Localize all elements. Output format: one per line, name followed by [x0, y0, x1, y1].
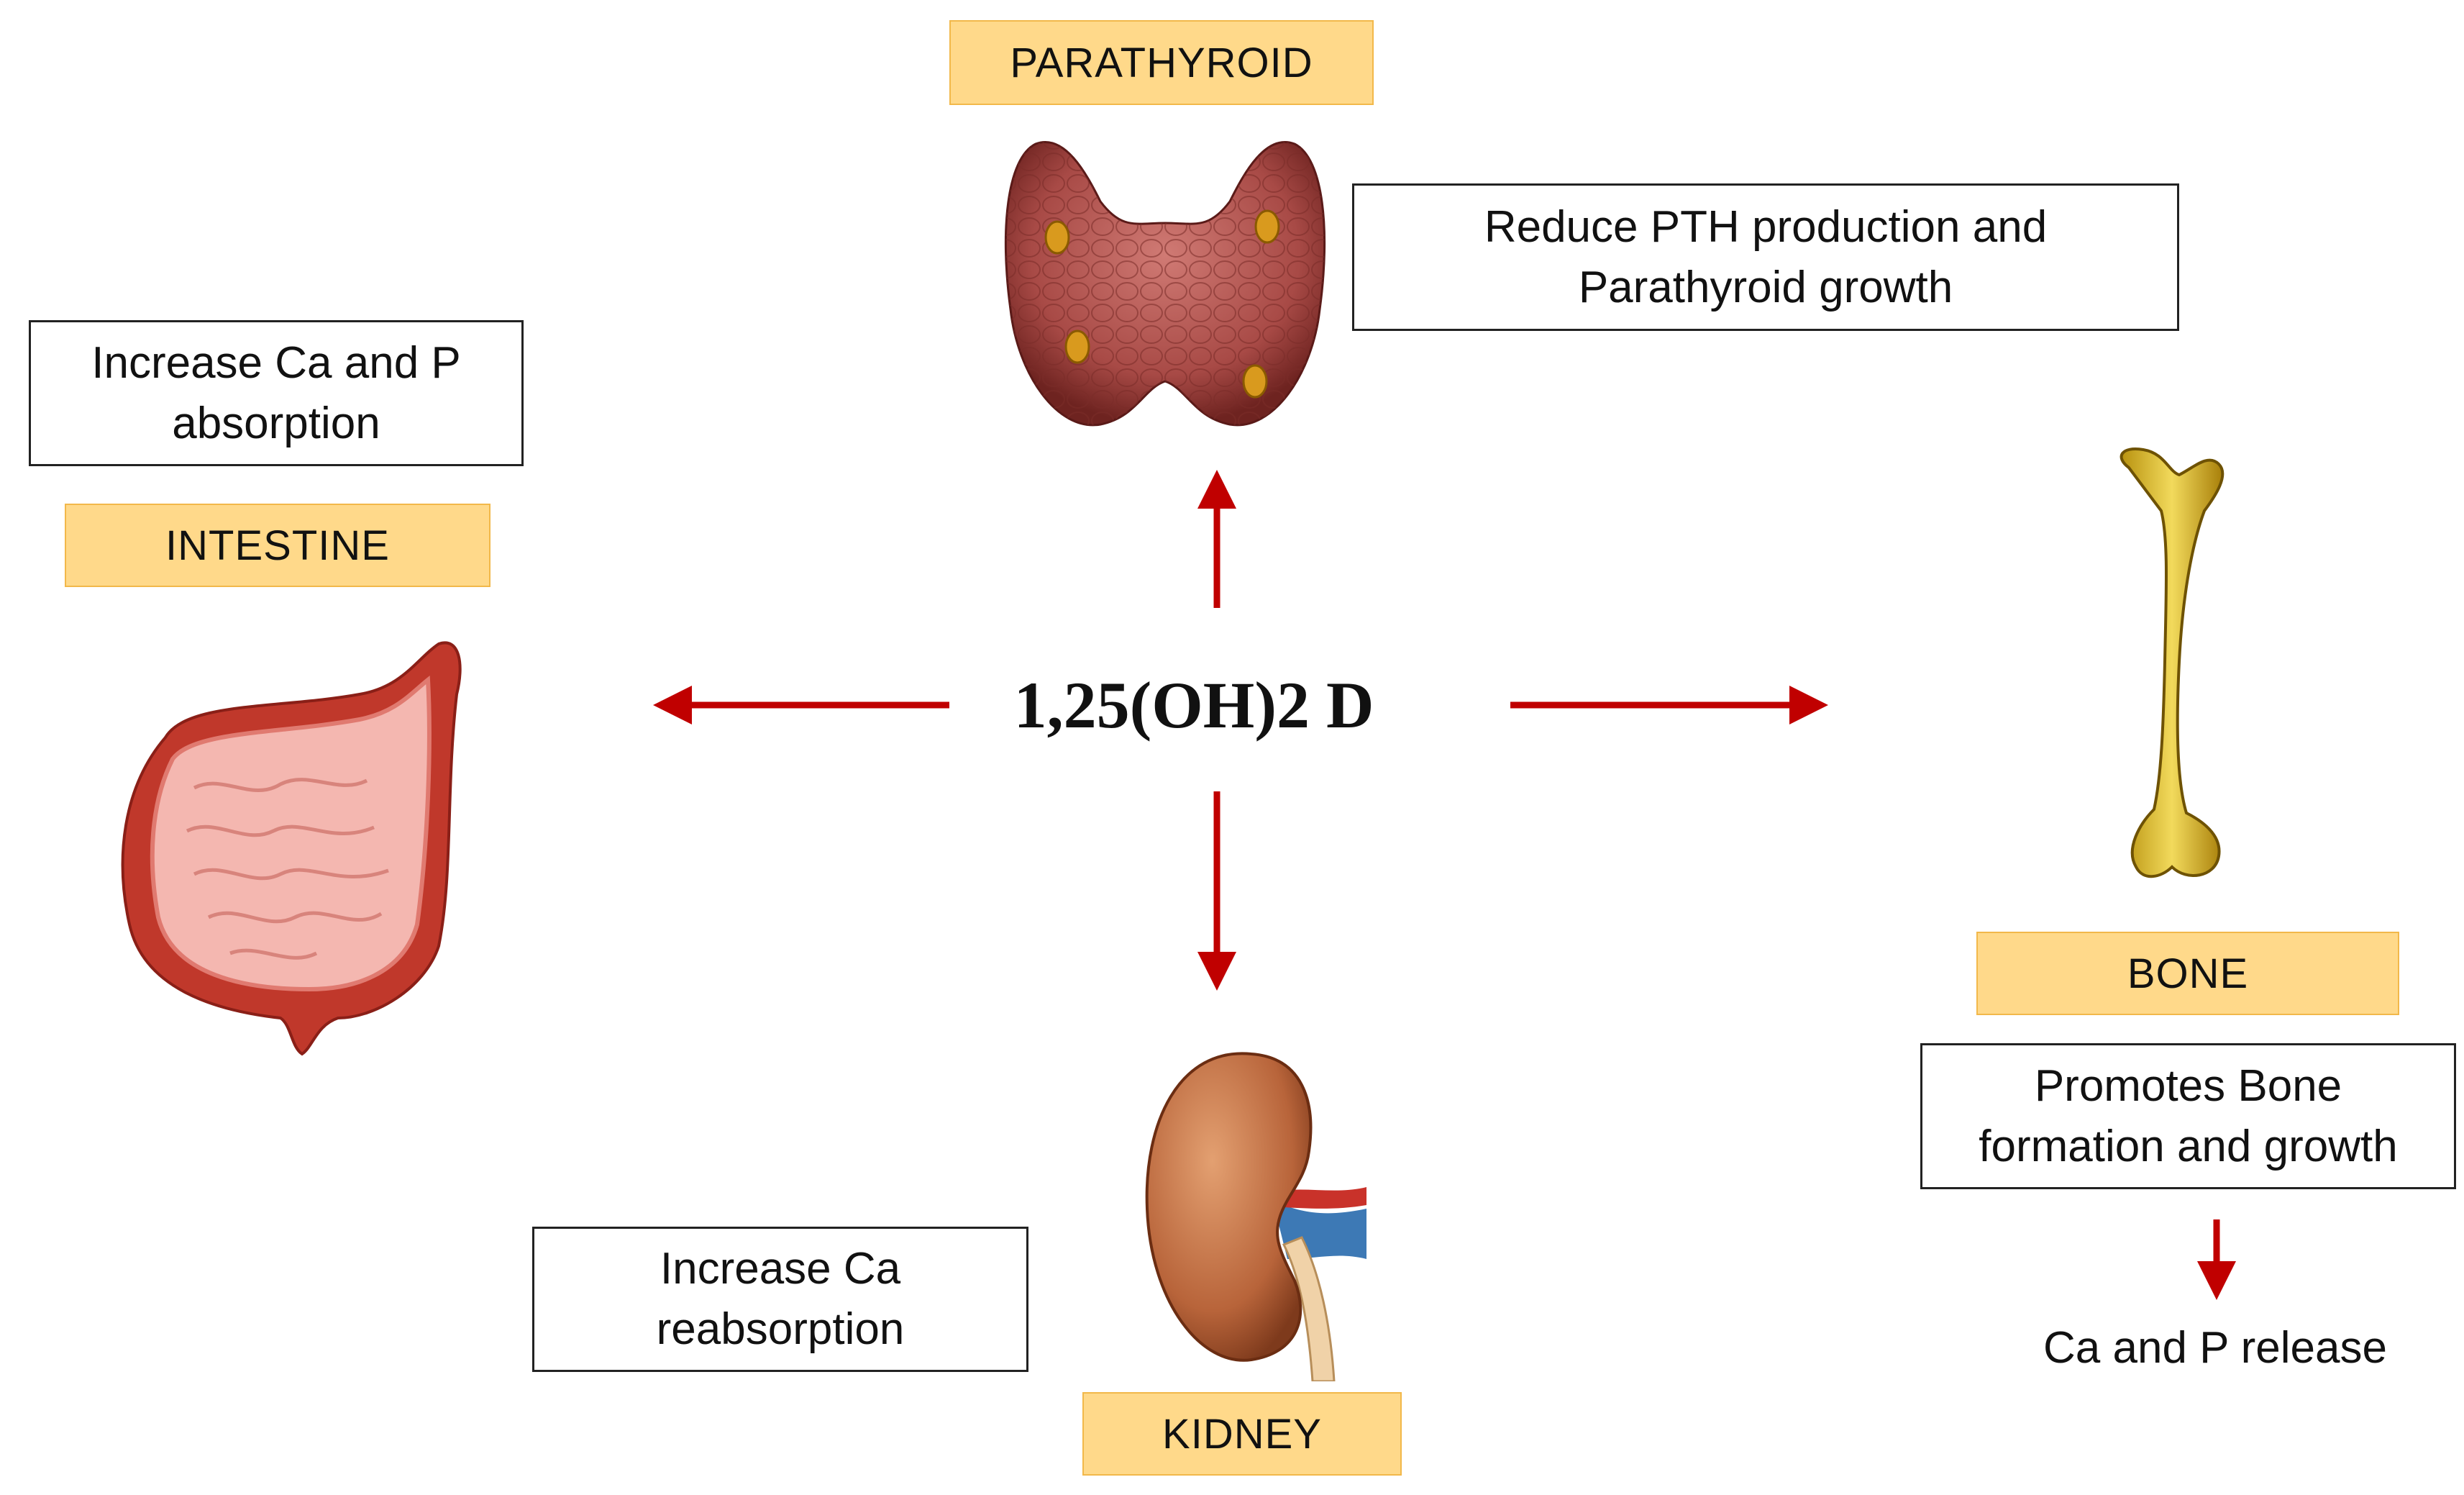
kidney-effect-box: Increase Ca reabsorption: [532, 1227, 1028, 1372]
intestine-label: INTESTINE: [65, 504, 490, 587]
parathyroid-gland-1: [1044, 220, 1070, 255]
intestine-effect-box: Increase Ca and P absorption: [29, 320, 524, 466]
central-hormone-title: 1,25(OH)2 D: [1013, 668, 1374, 742]
parathyroid-effect-line1: Reduce PTH production and: [1484, 201, 2048, 252]
parathyroid-effect-box: Reduce PTH production and Parathyroid gr…: [1352, 183, 2179, 331]
parathyroid-effect-line2: Parathyroid growth: [1578, 262, 1953, 312]
bone-effect-box: Promotes Bone formation and growth: [1920, 1043, 2456, 1189]
bone-effect-line2: formation and growth: [1979, 1121, 2398, 1171]
parathyroid-gland-4: [1242, 364, 1268, 399]
parathyroid-illustration: [1004, 141, 1326, 427]
kidney-effect-line1: Increase Ca: [660, 1244, 901, 1294]
kidney-illustration: [1145, 1052, 1366, 1381]
bone-illustration: [2120, 447, 2225, 878]
parathyroid-label: PARATHYROID: [949, 20, 1374, 105]
kidney-effect-line2: reabsorption: [656, 1304, 905, 1354]
bone-label: BONE: [1976, 932, 2399, 1015]
intestine-effect-line2: absorption: [172, 398, 380, 448]
parathyroid-gland-3: [1064, 330, 1090, 364]
parathyroid-gland-2: [1254, 209, 1280, 244]
intestine-effect-line1: Increase Ca and P: [91, 337, 461, 388]
bone-outcome-text: Ca and P release: [2043, 1323, 2387, 1373]
kidney-label: KIDNEY: [1082, 1392, 1402, 1476]
bone-effect-line1: Promotes Bone: [2034, 1060, 2342, 1111]
intestine-illustration: [121, 641, 462, 1056]
